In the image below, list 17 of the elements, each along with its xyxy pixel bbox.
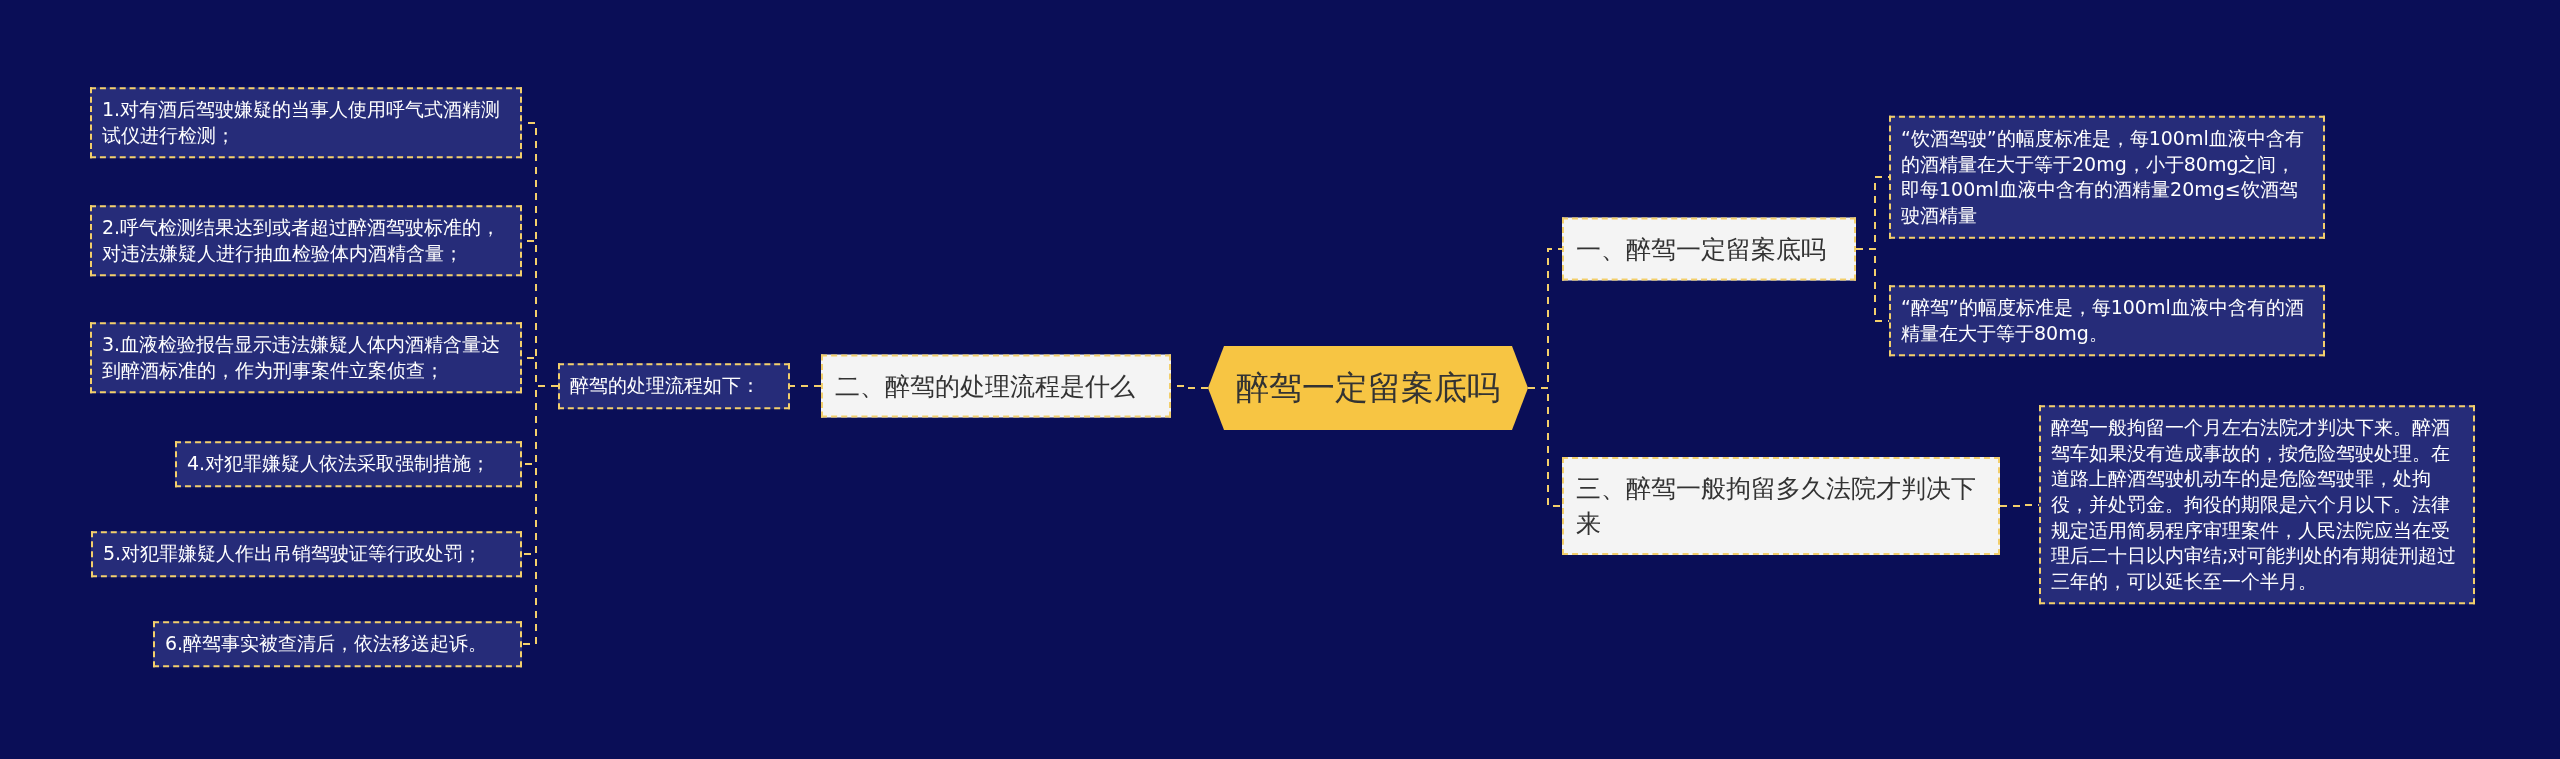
note-box: “饮酒驾驶”的幅度标准是，每100ml血液中含有的酒精量在大于等于20mg，小于80mg之间，即每100ml血液中含有的酒精量20mg≤饮酒驾驶酒精量 (1889, 115, 2325, 239)
central-topic-hexagon: 醉驾一定留案底吗 (1208, 346, 1528, 430)
topic-box: 二、醉驾的处理流程是什么 (821, 354, 1171, 418)
note-box: 6.醉驾事实被查清后，依法移送起诉。 (153, 621, 522, 667)
connector-line (521, 385, 559, 645)
topic-box: 一、醉驾一定留案底吗 (1562, 217, 1856, 281)
note-box: 醉驾的处理流程如下： (558, 363, 790, 409)
note-box: “醉驾”的幅度标准是，每100ml血液中含有的酒精量在大于等于80mg。 (1889, 285, 2325, 357)
note-box: 5.对犯罪嫌疑人作出吊销驾驶证等行政处罚； (91, 531, 522, 577)
note-box: 醉驾一般拘留一个月左右法院才判决下来。醉酒驾车如果没有造成事故的，按危险驾驶处理。在道路上醉酒驾驶机动车的是危险驾驶罪，处拘役，并处罚金。拘役的期限是六个月以下。法律规定适用简易程序审理案件，人民法院应当在受理后二十日以内审结;对可能判处的有期徒刑超过三年的，可以延长至一个半月。 (2039, 405, 2475, 605)
note-box: 1.对有酒后驾驶嫌疑的当事人使用呼气式酒精测试仪进行检测； (90, 87, 522, 159)
note-box: 2.呼气检测结果达到或者超过醉酒驾驶标准的，对违法嫌疑人进行抽血检验体内酒精含量； (90, 205, 522, 277)
note-box: 4.对犯罪嫌疑人依法采取强制措施； (175, 441, 522, 487)
topic-box: 三、醉驾一般拘留多久法院才判决下来 (1562, 457, 2000, 555)
note-box: 3.血液检验报告显示违法嫌疑人体内酒精含量达到醉酒标准的，作为刑事案件立案侦查； (90, 322, 522, 394)
connector-line (789, 385, 822, 387)
connector-line (1527, 387, 1563, 507)
